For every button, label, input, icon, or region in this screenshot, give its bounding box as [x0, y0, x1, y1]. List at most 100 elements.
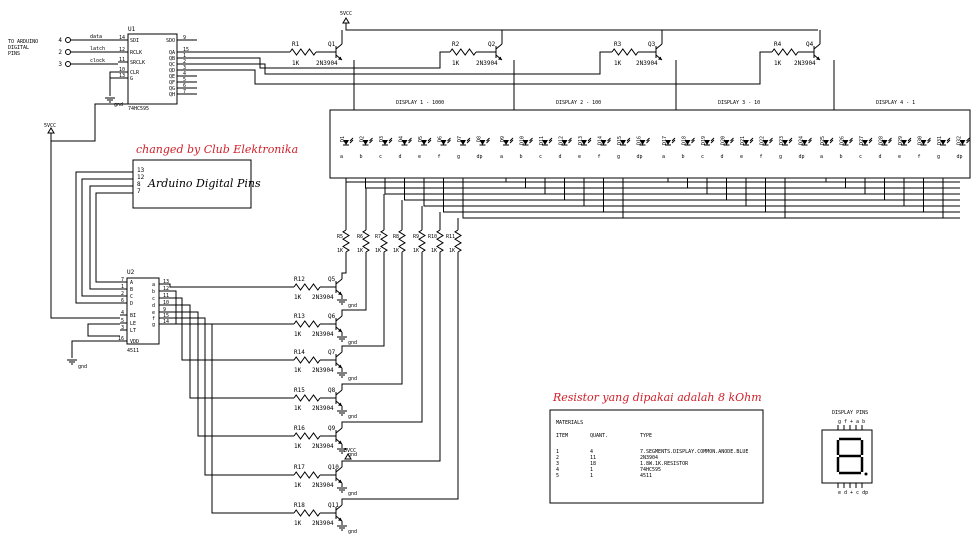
- segment-letter: e: [418, 154, 421, 160]
- u1-pin-name: QD: [169, 68, 175, 74]
- wire: [109, 71, 118, 96]
- led-ref: D32: [957, 136, 963, 145]
- wire: [341, 252, 367, 316]
- segment-led: [901, 140, 907, 145]
- led-ref: D10: [520, 136, 526, 145]
- segment-led: [486, 137, 490, 142]
- led-ref: D4: [399, 136, 405, 142]
- digit-resistor-ref: R3: [614, 41, 622, 48]
- segment-resistor-ref: R6: [357, 234, 363, 240]
- u2-pin-name: c: [152, 296, 155, 302]
- led-ref: D5: [418, 136, 424, 142]
- led-ref: D16: [637, 136, 643, 145]
- segment-resistor-value: 1K: [337, 248, 343, 254]
- u2-pin-name: g: [152, 322, 155, 328]
- digit-resistor-value: 1K: [614, 60, 622, 67]
- segment-resistor: [362, 229, 370, 253]
- segment-led: [421, 140, 427, 145]
- segment-led: [691, 139, 695, 144]
- segment-resistor-ref: R7: [375, 234, 381, 240]
- segment-transistor-type: 2N3904: [312, 520, 334, 527]
- led-ref: D18: [682, 136, 688, 145]
- segment-led: [388, 139, 393, 144]
- segment-led: [639, 140, 646, 145]
- segment-drive-resistor-value: 1K: [294, 405, 302, 412]
- input-name: clock: [90, 58, 105, 64]
- segment-led: [581, 140, 587, 145]
- segment-resistor-ref: R11: [446, 234, 455, 240]
- segment-led: [466, 139, 471, 144]
- input-name: data: [90, 34, 102, 40]
- u1-pin-name: SRCLK: [130, 60, 145, 66]
- segment-led: [907, 137, 912, 142]
- segment-letter: d: [399, 154, 402, 160]
- segment-letter: a: [662, 154, 665, 160]
- materials-cell: 2: [556, 455, 559, 461]
- u1-pin-number: 3: [183, 65, 186, 71]
- u2-pin-name: BI: [130, 313, 136, 319]
- segment-led: [600, 140, 607, 145]
- u2-pin-number: 2: [121, 291, 124, 297]
- segment-letter: b: [840, 154, 843, 160]
- wire: [197, 51, 612, 75]
- u1-ref: U1: [128, 26, 136, 33]
- segment-drive-resistor-ref: R13: [294, 313, 305, 320]
- led-ref: D23: [779, 136, 785, 145]
- segment-transistor: [338, 517, 342, 521]
- segment-transistor-type: 2N3904: [312, 331, 334, 338]
- segment-transistor: [338, 328, 342, 332]
- segment-letter: c: [379, 154, 382, 160]
- u1-pin-name: QA: [169, 50, 175, 56]
- segment-transistor: [338, 364, 342, 368]
- segment-drive-resistor: [293, 394, 321, 402]
- materials-header: TYPE: [640, 433, 652, 439]
- u2-pin-name: B: [130, 287, 133, 293]
- wire: [159, 323, 294, 514]
- segment-resistor-value: 1K: [357, 248, 363, 254]
- segment-led: [823, 140, 829, 145]
- segment-resistor-ref: R8: [393, 234, 399, 240]
- led-ref: D21: [740, 136, 746, 145]
- digit-resistor-value: 1K: [774, 60, 782, 67]
- u1-pin-name: SDI: [130, 38, 139, 44]
- segment-led: [479, 140, 486, 145]
- segment-drive-resistor-value: 1K: [294, 331, 302, 338]
- led-ref: D1: [340, 136, 346, 142]
- u1-pin-number: 13: [119, 73, 125, 79]
- segment-drive-resistor-value: 1K: [294, 367, 302, 374]
- segment-letter: a: [500, 154, 503, 160]
- led-ref: D19: [701, 136, 707, 145]
- segment-led: [743, 140, 749, 145]
- u2-chip: [126, 277, 160, 345]
- wire: [159, 297, 294, 361]
- segment-drive-resistor: [293, 320, 321, 328]
- segment-led: [782, 140, 788, 145]
- segment-led: [529, 139, 533, 144]
- segment-led: [388, 137, 393, 142]
- segment-letter: g: [937, 154, 940, 160]
- wire: [384, 178, 960, 195]
- segment-led: [522, 140, 529, 145]
- wire: [341, 252, 403, 390]
- wire: [159, 290, 294, 325]
- wire: [75, 171, 133, 304]
- segment-led: [829, 139, 834, 144]
- segment-led: [888, 139, 892, 144]
- led-ref: D6: [438, 136, 444, 142]
- wire: [341, 252, 459, 505]
- led-ref: D29: [898, 136, 904, 145]
- gnd-label: gnd: [348, 303, 357, 309]
- led-ref: D27: [859, 136, 865, 145]
- segment-led: [542, 140, 548, 145]
- segment-led: [626, 139, 631, 144]
- u1-pin-name: QH: [169, 92, 175, 98]
- segment-led: [730, 139, 734, 144]
- wire: [365, 178, 960, 189]
- segment-letter: f: [438, 154, 441, 160]
- arduino-box-pin: 8: [137, 181, 141, 188]
- arduino-pins-label: PINS: [8, 51, 20, 57]
- segment-letter: d: [721, 154, 724, 160]
- led-ref: D22: [760, 136, 766, 145]
- segment-led: [808, 137, 812, 142]
